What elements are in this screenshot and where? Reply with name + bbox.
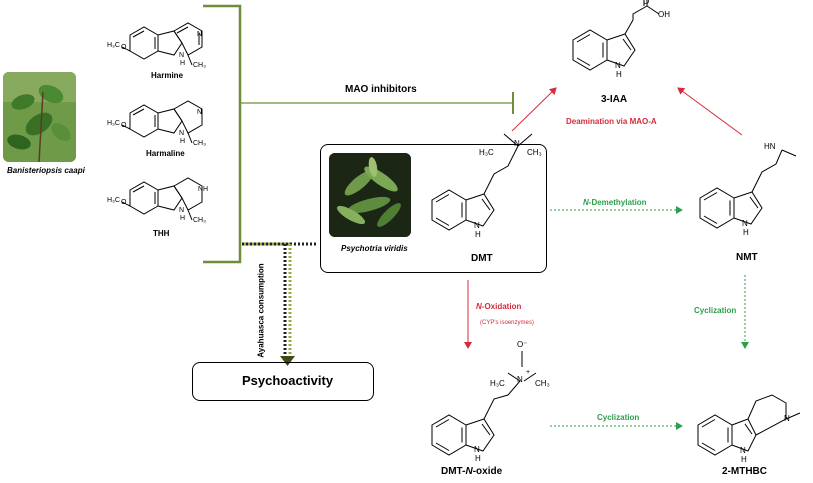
psychotria-viridis-photo xyxy=(329,153,411,237)
mthbc-amine-n: N xyxy=(784,414,790,423)
nmt-label: NMT xyxy=(736,252,758,263)
dmt-n-oxide-prefix: DMT- xyxy=(441,466,466,477)
arrow-nmt-to-iaa xyxy=(677,87,743,136)
iaa-indole-h: H xyxy=(616,70,622,79)
dmt-indole-n: N xyxy=(474,221,480,230)
thh-ch3: CH₃ xyxy=(193,217,206,224)
harmaline-ring-n: N xyxy=(197,109,203,116)
banisteriopsis-caapi-label: Banisteriopsis caapi xyxy=(7,166,85,175)
deamination-label: Deamination via MAO-A xyxy=(566,117,657,126)
cyclization-label-nmt: Cyclization xyxy=(694,306,737,315)
nmt-structure xyxy=(699,149,797,229)
harmine-label: Harmine xyxy=(151,71,184,80)
ayahuasca-consumption-label: Ayahuasca consumption xyxy=(256,263,266,358)
iaa-oh: OH xyxy=(658,10,670,19)
n-demethylation-italic-n: N xyxy=(583,198,589,207)
arrow-dmt-to-iaa xyxy=(511,87,557,132)
mthbc-indole-h: H xyxy=(741,455,747,464)
iaa-structure xyxy=(572,0,660,71)
n-oxidation-rest: -Oxidation xyxy=(481,302,522,311)
thh-structure xyxy=(121,177,203,221)
n-oxide-plus: + xyxy=(526,369,531,376)
dmt-indole-h: H xyxy=(475,230,481,239)
thh-nh-h: H xyxy=(180,215,186,222)
banisteriopsis-caapi-photo xyxy=(3,72,76,162)
dmt-n-oxide-italic-n: N xyxy=(465,466,473,477)
n-demethylation-label: N-Demethylation xyxy=(583,198,647,207)
iaa-indole-n: N xyxy=(615,61,621,70)
dmt-box xyxy=(320,144,547,273)
harmaline-methoxy: H₃C xyxy=(107,120,120,127)
harmaline-structure xyxy=(121,100,203,144)
dmt-n-oxide-label: DMT-N-oxide xyxy=(441,466,502,477)
harmine-methoxy: H₃C xyxy=(107,42,120,49)
psychoactivity-label: Psychoactivity xyxy=(242,373,334,388)
n-oxide-h3c: H₃C xyxy=(490,379,505,388)
harmaline-nh-h: H xyxy=(180,138,186,145)
dmt-label: DMT xyxy=(471,253,493,264)
thh-nh-n: N xyxy=(179,207,185,214)
harmaline-methoxy-o: O xyxy=(121,122,127,129)
harmine-methoxy-o: O xyxy=(121,44,127,51)
iaa-carbonyl-o: O xyxy=(643,0,650,6)
psychotria-viridis-label: Psychotria viridis xyxy=(341,244,408,253)
mao-inhibitors-label: MAO inhibitors xyxy=(345,84,417,95)
nmt-indole-h: H xyxy=(743,228,749,237)
mthbc-structure xyxy=(697,394,801,456)
dmt-ch3: CH₃ xyxy=(527,148,542,157)
nmt-amine-hn: HN xyxy=(764,142,776,151)
harmine-structure xyxy=(121,22,203,66)
cyclization-label-n-oxide: Cyclization xyxy=(597,413,640,422)
harmine-ch3: CH₃ xyxy=(193,62,206,69)
mthbc-label: 2-MTHBC xyxy=(722,466,767,477)
harmine-nh-h: H xyxy=(180,60,186,67)
ayahuasca-arrow-head xyxy=(280,356,295,366)
dmt-n-oxide-structure xyxy=(431,351,537,456)
n-oxidation-label: N-Oxidation xyxy=(476,302,521,311)
harmine-ring-n: N xyxy=(197,31,203,38)
harmaline-label: Harmaline xyxy=(146,149,185,158)
thh-ring-nh: NH xyxy=(198,186,209,193)
n-oxide-ch3: CH₃ xyxy=(535,379,550,388)
psychoactivity-box xyxy=(192,362,374,401)
n-oxidation-italic-n: N xyxy=(476,302,482,311)
n-oxide-o-minus: O⁻ xyxy=(517,340,528,349)
harmaline-nh-n: N xyxy=(179,130,185,137)
harmaline-ch3: CH₃ xyxy=(193,140,206,147)
n-oxide-indole-h: H xyxy=(475,454,481,463)
thh-methoxy: H₃C xyxy=(107,197,120,204)
dmt-amine-n: N xyxy=(514,139,520,148)
iaa-label: 3-IAA xyxy=(601,94,628,105)
cyp-label: (CYP's isoenzymes) xyxy=(480,320,534,326)
n-demethylation-rest: -Demethylation xyxy=(588,198,647,207)
harmine-nh-n: N xyxy=(179,52,185,59)
thh-methoxy-o: O xyxy=(121,199,127,206)
nmt-indole-n: N xyxy=(742,219,748,228)
n-oxide-indole-n: N xyxy=(474,445,480,454)
thh-label: THH xyxy=(153,229,170,238)
n-oxide-amine-n: N xyxy=(517,375,523,384)
dmt-n-oxide-suffix: -oxide xyxy=(472,466,503,477)
mthbc-indole-n: N xyxy=(740,446,746,455)
dmt-h3c: H₃C xyxy=(479,148,494,157)
alkaloid-bracket xyxy=(203,4,242,264)
